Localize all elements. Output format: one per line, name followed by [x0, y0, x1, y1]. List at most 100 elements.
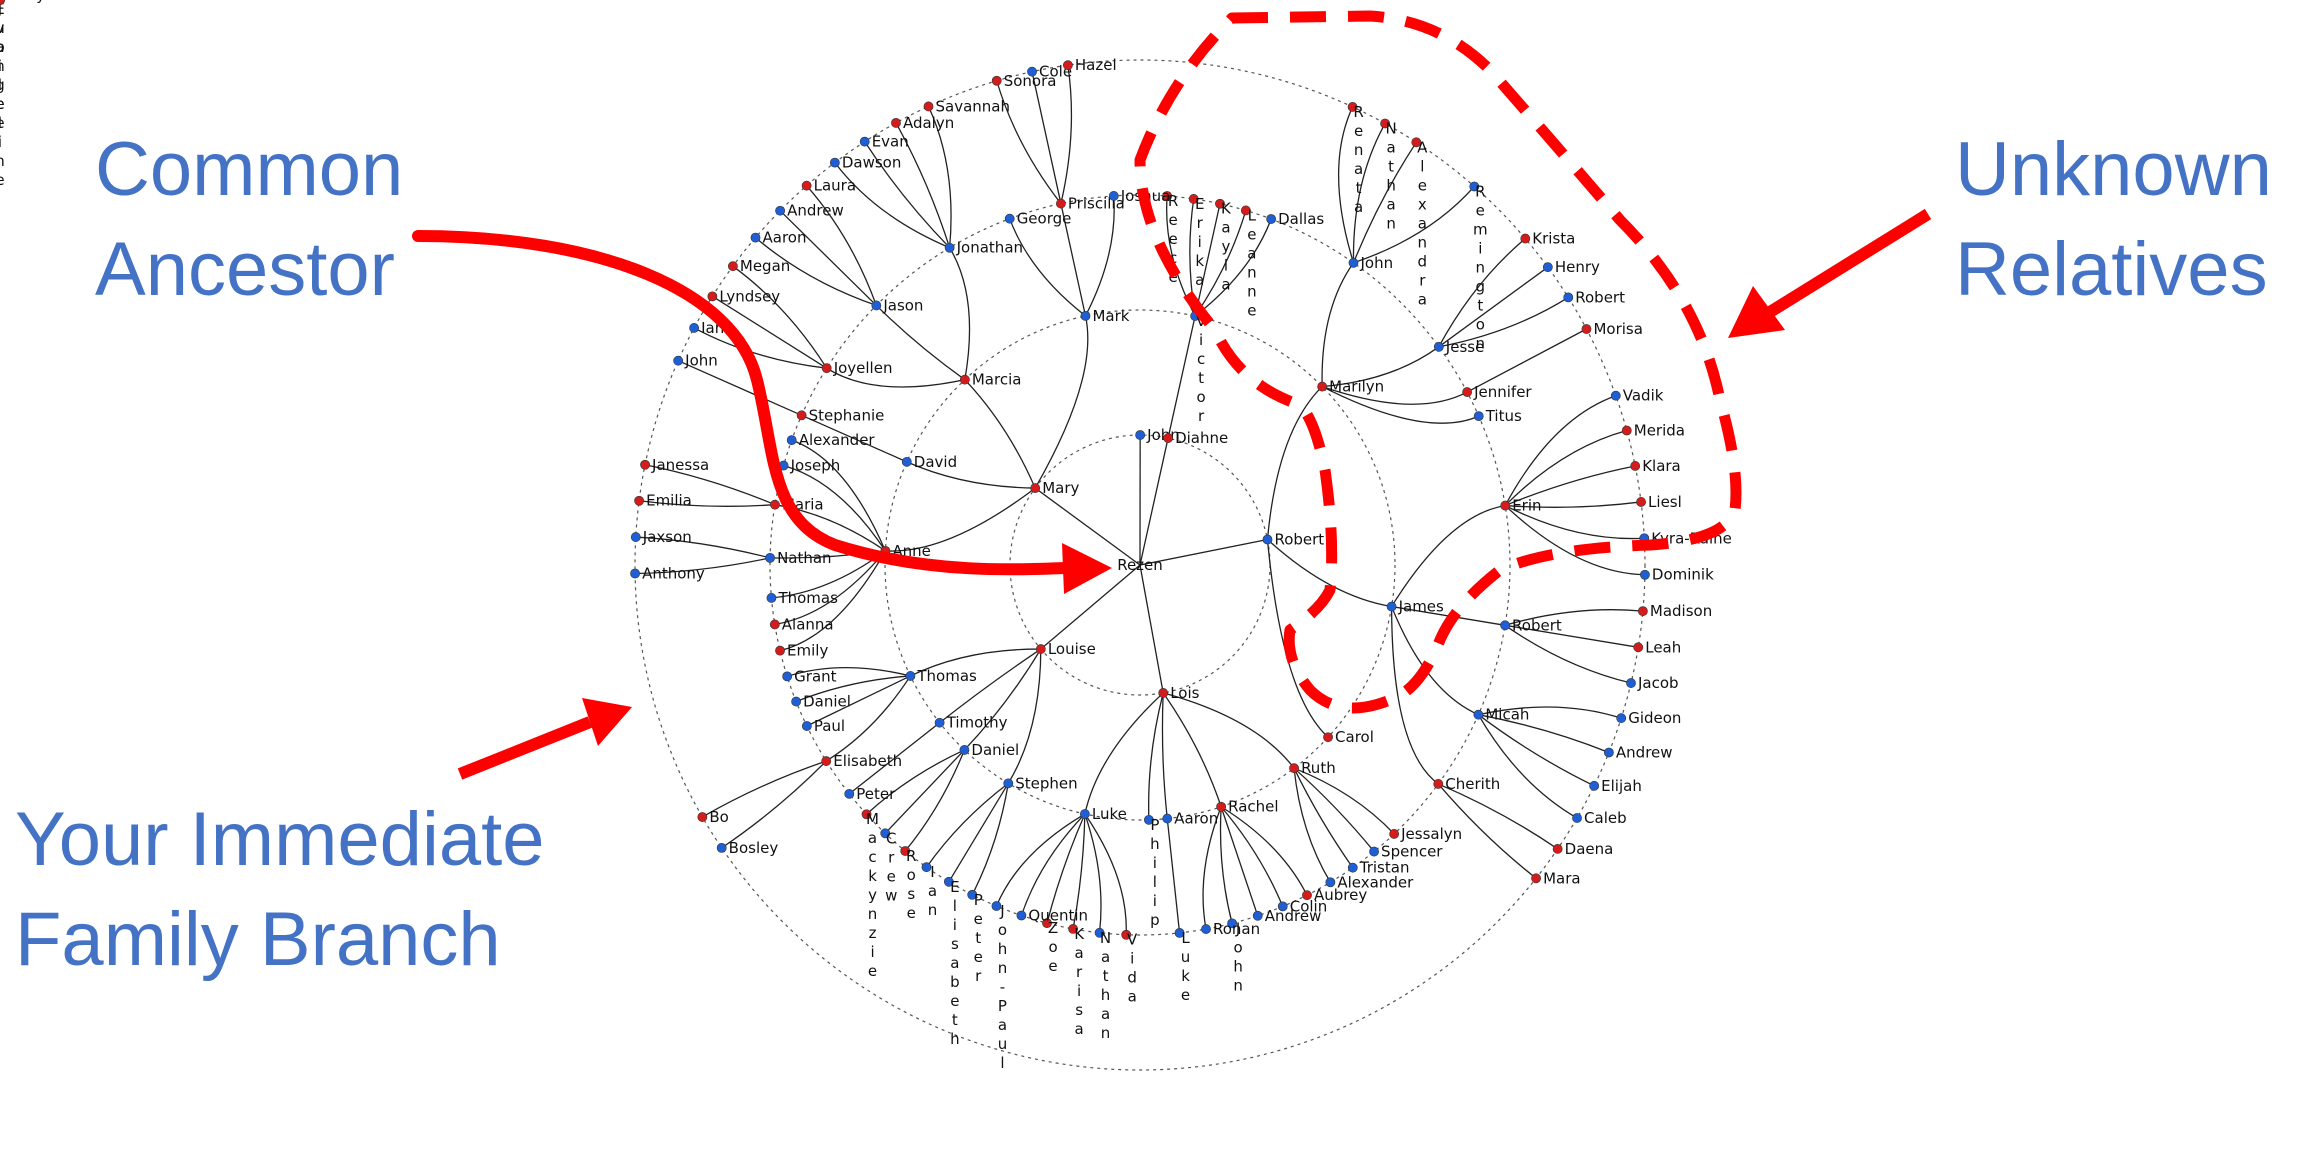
common-ancestor-line-1: Common — [95, 120, 403, 220]
immediate-family-line-2: Family Branch — [15, 890, 544, 990]
person-label: Dallas — [1278, 210, 1324, 228]
person-dot — [1289, 764, 1298, 773]
person-node: Stephanie — [797, 406, 884, 424]
tree-edge — [972, 783, 1008, 894]
person-node: Jennifer — [1463, 383, 1533, 401]
person-node: Joseph — [779, 457, 840, 475]
person-dot — [1027, 67, 1036, 76]
person-label: Erin — [1512, 497, 1541, 515]
person-dot — [1136, 430, 1145, 439]
person-dot — [1267, 214, 1276, 223]
person-dot — [631, 532, 640, 541]
person-dot — [1500, 621, 1509, 630]
person-label: Bosley — [729, 839, 779, 857]
person-label: Hazel — [1075, 56, 1117, 74]
person-node: John — [1136, 426, 1180, 444]
person-dot — [1318, 382, 1327, 391]
person-dot — [902, 457, 911, 466]
person-label: Marcia — [972, 371, 1022, 389]
person-node: Kayla — [1215, 199, 1235, 295]
tree-edge — [1294, 768, 1394, 834]
tree-edge — [949, 783, 1008, 881]
person-label: Rose — [902, 847, 920, 923]
person-node: Janessa — [640, 456, 709, 474]
person-node: Nathan — [1095, 928, 1115, 1043]
person-dot — [945, 243, 954, 252]
person-label: Kayla — [1217, 200, 1235, 295]
tree-edge — [1149, 693, 1164, 820]
person-label: Joyellen — [833, 359, 893, 377]
person-dot — [1634, 643, 1643, 652]
person-dot — [1474, 412, 1483, 421]
person-label: Aaron — [1174, 810, 1218, 828]
tree-edge — [1167, 819, 1179, 933]
person-dot — [1638, 607, 1647, 616]
person-node: Timothy — [935, 714, 1008, 732]
person-label: Evan — [872, 133, 909, 151]
person-dot — [1631, 461, 1640, 470]
person-label: Klara — [1642, 457, 1681, 475]
person-node: Nathan — [1380, 119, 1400, 234]
person-dot — [1434, 779, 1443, 788]
person-label: Morisa — [1593, 320, 1642, 338]
person-label: Lois — [1170, 684, 1199, 702]
root-node: Rezen — [1117, 556, 1163, 574]
person-dot — [1056, 199, 1065, 208]
person-dot — [1031, 483, 1040, 492]
person-dot — [1582, 324, 1591, 333]
tree-edge — [1322, 263, 1353, 387]
person-node: Bo — [698, 808, 729, 826]
person-dot — [1590, 781, 1599, 790]
person-dot — [1543, 263, 1552, 272]
person-label: Savannah — [936, 97, 1011, 115]
person-node: Joyellen — [822, 359, 892, 377]
person-node: Vida — [1122, 930, 1142, 1007]
person-dot — [1349, 258, 1358, 267]
person-label: Rachel — [1228, 798, 1278, 816]
person-node: Dominik — [1640, 566, 1714, 584]
person-dot — [1636, 497, 1645, 506]
person-label: Caleb — [1584, 809, 1627, 827]
person-label: Diahne — [1175, 429, 1228, 447]
person-node: Elijah — [1590, 777, 1642, 795]
person-node: Aaron — [751, 229, 807, 247]
person-node: Morisa — [1582, 320, 1643, 338]
person-node: Ronan — [1201, 920, 1260, 938]
tree-edge — [1221, 807, 1283, 907]
person-label: Louise — [1048, 640, 1096, 658]
tree-edge — [1267, 387, 1322, 540]
person-dot — [822, 364, 831, 373]
person-label: Jason — [882, 296, 923, 314]
person-label: Madison — [1650, 602, 1712, 620]
person-label: Andrew — [1616, 743, 1673, 761]
person-dot — [845, 789, 854, 798]
person-dot — [765, 553, 774, 562]
person-label: Bo — [709, 808, 728, 826]
person-dot — [1004, 779, 1013, 788]
person-dot — [1564, 293, 1573, 302]
tree-edge — [1505, 430, 1627, 505]
person-label: Merida — [1634, 421, 1685, 439]
person-node: John-Paul — [992, 901, 1012, 1073]
person-label: Dominik — [1652, 566, 1714, 584]
person-node: Dallas — [1267, 210, 1325, 228]
person-dot — [1474, 710, 1483, 719]
person-label: Quentin — [1028, 906, 1088, 924]
person-node: Mercy — [0, 0, 45, 5]
person-dot — [1604, 748, 1613, 757]
person-label: Jaxson — [642, 528, 692, 546]
person-dot — [1390, 829, 1399, 838]
tree-edge — [950, 248, 970, 380]
tree-edge — [780, 211, 876, 306]
person-dot — [1622, 426, 1631, 435]
person-label: Stephanie — [809, 406, 885, 424]
person-label: Leah — [1645, 638, 1681, 656]
person-label: Vida — [1123, 931, 1141, 1007]
person-label: Daniel — [971, 741, 1019, 759]
person-label: Stephen — [1015, 774, 1077, 792]
person-dot — [1387, 602, 1396, 611]
person-node: Emily — [775, 642, 828, 660]
person-label: Ian — [924, 863, 942, 920]
person-label: Erika — [1191, 195, 1209, 290]
person-label: Micah — [1485, 706, 1529, 724]
